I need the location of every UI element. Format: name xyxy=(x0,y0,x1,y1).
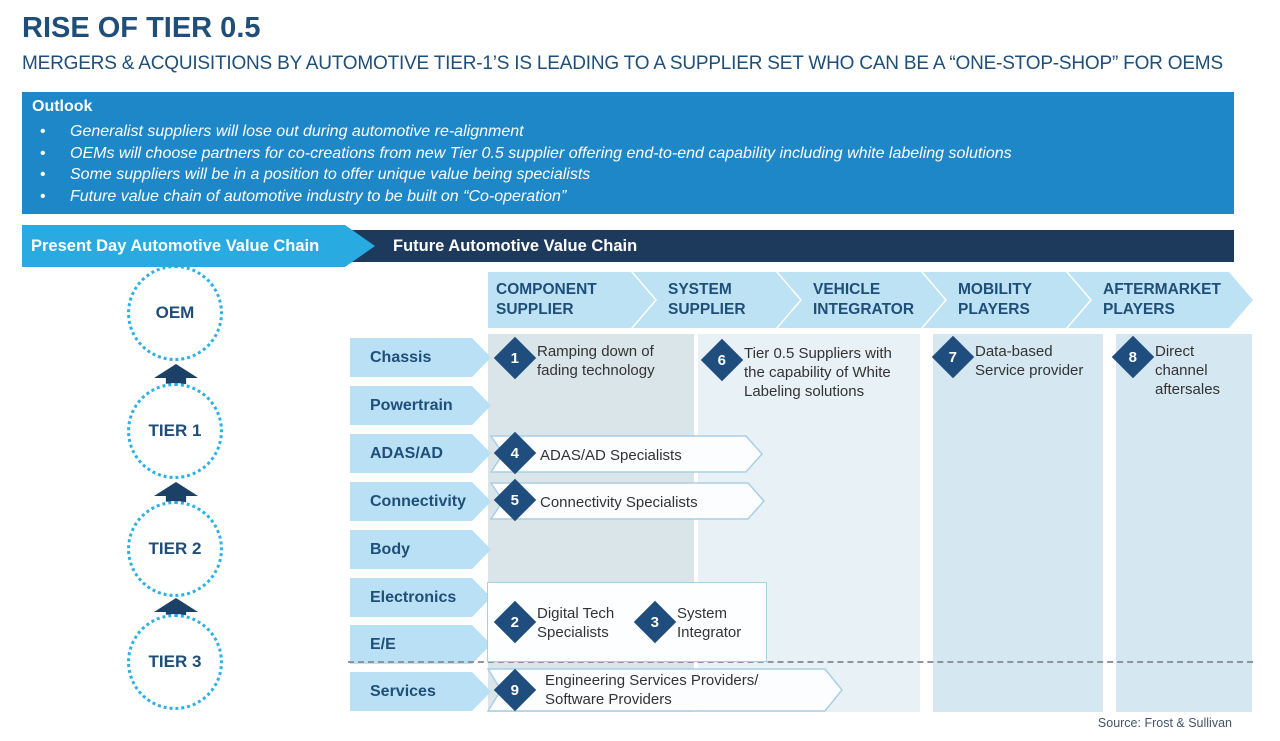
category-chassis: Chassis xyxy=(350,338,491,377)
page-title: RISE OF TIER 0.5 xyxy=(22,12,261,44)
tier-circle-tier1: TIER 1 xyxy=(127,383,223,479)
column-header-system-supplier: SYSTEM SUPPLIER xyxy=(633,272,800,328)
marker-3-number: 3 xyxy=(650,613,660,631)
marker-8-number: 8 xyxy=(1128,348,1138,366)
category-adas-ad: ADAS/AD xyxy=(350,434,491,473)
future-value-chain-banner: Future Automotive Value Chain xyxy=(340,230,1234,262)
category-ee: E/E xyxy=(350,625,491,664)
column-header-mobility-players: MOBILITY PLAYERS xyxy=(923,272,1090,328)
column-header-component-supplier: COMPONENT SUPPLIER xyxy=(488,272,655,328)
marker-8-text: Direct channel aftersales xyxy=(1155,343,1221,398)
outlook-bullet: Generalist suppliers will lose out durin… xyxy=(32,121,1012,143)
outlook-bullet: Some suppliers will be in a position to … xyxy=(32,164,1012,186)
tier-circle-oem: OEM xyxy=(127,265,223,361)
marker-9-number: 9 xyxy=(510,681,520,699)
marker-2-number: 2 xyxy=(510,613,520,631)
marker-7-text: Data-based Service provider xyxy=(975,343,1084,379)
category-services: Services xyxy=(350,672,491,711)
source-attribution: Source: Frost & Sullivan xyxy=(1097,716,1232,730)
present-value-chain-arrow: Present Day Automotive Value Chain xyxy=(22,225,375,267)
marker-6-text: Tier 0.5 Suppliers with the capability o… xyxy=(744,345,892,400)
marker-9-text: Engineering Services Providers/ Software… xyxy=(545,672,759,708)
band-mobility-players xyxy=(933,334,1103,712)
marker-1-text: Ramping down of fading technology xyxy=(537,343,655,379)
outlook-heading: Outlook xyxy=(32,98,93,115)
tier-circle-tier3: TIER 3 xyxy=(127,614,223,710)
tier-circle-tier2: TIER 2 xyxy=(127,501,223,597)
marker-7-number: 7 xyxy=(948,348,958,366)
category-electronics: Electronics xyxy=(350,578,491,617)
services-divider-dashed-line xyxy=(348,661,1253,663)
outlook-box: Outlook Generalist suppliers will lose o… xyxy=(22,92,1234,214)
category-body: Body xyxy=(350,530,491,569)
marker-4-text: ADAS/AD Specialists xyxy=(540,447,682,464)
column-header-aftermarket-players: AFTERMARKET PLAYERS xyxy=(1068,272,1253,328)
band-aftermarket-players xyxy=(1116,334,1252,712)
marker-3-text: System Integrator xyxy=(677,605,742,641)
page-subtitle: MERGERS & ACQUISITIONS BY AUTOMOTIVE TIE… xyxy=(22,53,1223,74)
outlook-bullet-list: Generalist suppliers will lose out durin… xyxy=(32,121,1012,207)
outlook-bullet: Future value chain of automotive industr… xyxy=(32,186,1012,208)
category-connectivity: Connectivity xyxy=(350,482,491,521)
marker-1-number: 1 xyxy=(510,349,520,367)
marker-5-text: Connectivity Specialists xyxy=(540,494,698,511)
column-header-vehicle-integrator: VEHICLE INTEGRATOR xyxy=(778,272,945,328)
marker-2-text: Digital Tech Specialists xyxy=(537,605,615,641)
marker-5-number: 5 xyxy=(510,491,520,509)
category-powertrain: Powertrain xyxy=(350,386,491,425)
marker-6-number: 6 xyxy=(717,351,727,369)
marker-4-number: 4 xyxy=(510,444,520,462)
outlook-bullet: OEMs will choose partners for co-creatio… xyxy=(32,143,1012,165)
